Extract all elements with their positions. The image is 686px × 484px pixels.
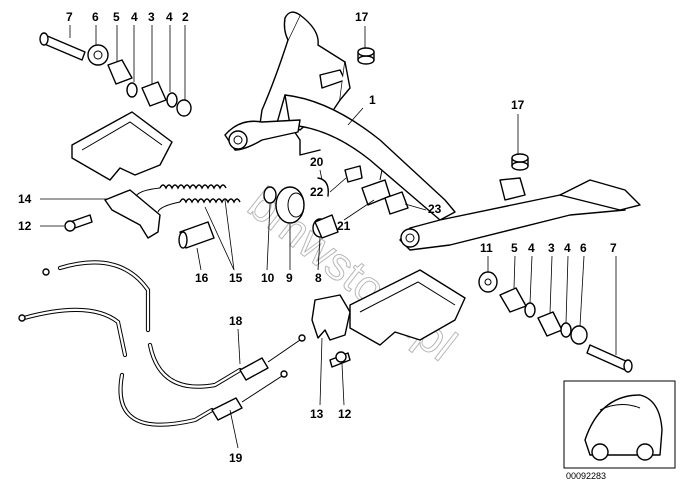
callout-6-right: 6	[580, 241, 587, 255]
callout-labels: 7 6 5 4 3 4 2 17 1 17 20 22 23 21 14 12 …	[18, 10, 617, 465]
callout-17-right: 17	[511, 98, 525, 112]
callout-8: 8	[315, 271, 322, 285]
callout-4-top-b: 4	[166, 10, 173, 24]
callout-2: 2	[182, 10, 189, 24]
rubber-buffer-right	[511, 153, 529, 171]
callout-6-top: 6	[92, 10, 99, 24]
bolt-12-left	[64, 214, 93, 232]
callout-4-right-b: 4	[564, 241, 571, 255]
callout-1: 1	[369, 93, 376, 107]
callout-3-right: 3	[548, 241, 555, 255]
bracket-14	[104, 189, 161, 239]
callout-7-right: 7	[610, 241, 617, 255]
left-foot-pad	[71, 111, 173, 181]
rubber-buffer-top	[357, 47, 375, 65]
callout-13: 13	[310, 407, 324, 421]
return-springs	[135, 184, 241, 213]
callout-5-right: 5	[511, 241, 518, 255]
callout-10: 10	[261, 271, 275, 285]
side-stand-switch	[344, 165, 409, 215]
callout-11: 11	[480, 241, 493, 255]
callout-3-top: 3	[148, 10, 155, 24]
right-axle-parts	[478, 271, 633, 373]
callout-18: 18	[229, 314, 243, 328]
callout-14: 14	[18, 192, 32, 206]
callout-4-right-a: 4	[528, 241, 535, 255]
callout-22: 22	[310, 185, 324, 199]
stand-frame	[224, 11, 641, 251]
callout-4-top-a: 4	[131, 10, 138, 24]
sleeve-16	[178, 221, 215, 249]
callout-9: 9	[286, 271, 293, 285]
callout-12-left: 12	[18, 219, 32, 233]
leader-lines	[40, 25, 617, 449]
cable-19	[18, 307, 288, 427]
callout-17-top: 17	[355, 10, 369, 24]
callout-23: 23	[428, 202, 442, 216]
left-axle-parts	[39, 32, 192, 117]
callout-7-top: 7	[66, 10, 73, 24]
callout-16: 16	[195, 271, 209, 285]
cam-assembly	[263, 177, 339, 239]
callout-19: 19	[229, 451, 243, 465]
cable-18	[42, 260, 306, 389]
callout-5-top: 5	[113, 10, 120, 24]
diagram-code: 00092283	[566, 471, 606, 481]
callout-15: 15	[229, 271, 243, 285]
callout-12-bottom: 12	[338, 407, 352, 421]
bracket-13	[311, 294, 351, 341]
callout-20: 20	[310, 155, 324, 169]
bolt-12-bottom	[329, 351, 351, 368]
vehicle-thumbnail	[563, 380, 676, 469]
callout-21: 21	[337, 219, 351, 233]
right-foot-pad	[349, 269, 466, 346]
